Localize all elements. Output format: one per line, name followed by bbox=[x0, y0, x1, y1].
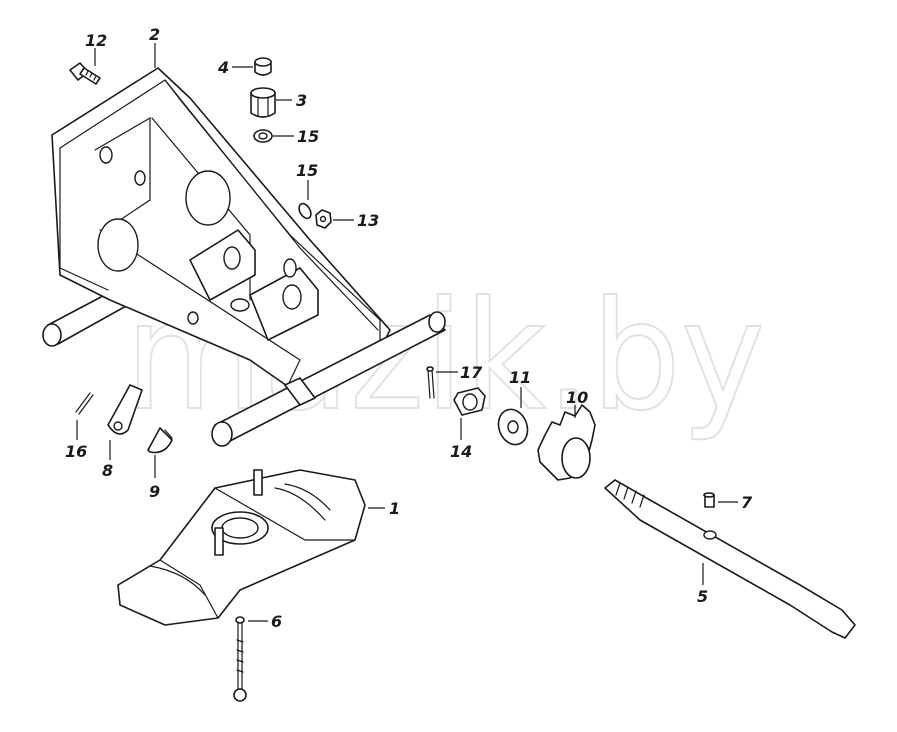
bracket-part-2 bbox=[42, 67, 446, 447]
callout-7: 7 bbox=[741, 493, 753, 512]
callout-4: 4 bbox=[217, 58, 229, 77]
cotter-pin-part-16 bbox=[75, 392, 94, 415]
pin-part-6 bbox=[233, 616, 247, 702]
nut-part-13 bbox=[315, 209, 332, 229]
callout-labels: 1 2 3 4 5 6 7 8 9 10 11 12 13 14 15 15 1… bbox=[65, 25, 753, 631]
callout-8: 8 bbox=[102, 461, 113, 480]
clip-part-8 bbox=[107, 384, 143, 435]
callout-6: 6 bbox=[271, 612, 282, 631]
pin-part-7 bbox=[703, 492, 715, 508]
cotter-pin-part-17 bbox=[426, 366, 435, 399]
castle-nut-part-14 bbox=[453, 387, 486, 416]
callout-2: 2 bbox=[149, 25, 160, 44]
washer-part-15-top bbox=[253, 129, 273, 143]
callout-14: 14 bbox=[450, 442, 472, 461]
gear-part-10 bbox=[537, 404, 596, 481]
callout-3: 3 bbox=[296, 91, 307, 110]
cap-part-4 bbox=[254, 57, 272, 76]
callout-15-top: 15 bbox=[297, 127, 319, 146]
shaft-part-5 bbox=[604, 479, 856, 639]
callout-11: 11 bbox=[509, 368, 531, 387]
leader-lines bbox=[76, 43, 738, 622]
callout-1: 1 bbox=[389, 499, 400, 518]
callout-12: 12 bbox=[85, 31, 107, 50]
callout-15-lower: 15 bbox=[296, 161, 318, 180]
callout-17: 17 bbox=[460, 363, 483, 382]
callout-5: 5 bbox=[697, 587, 708, 606]
washer-part-15-lower bbox=[298, 202, 312, 220]
callout-9: 9 bbox=[149, 482, 160, 501]
washer-part-11 bbox=[497, 408, 529, 446]
bolt-part-12 bbox=[69, 62, 101, 85]
callout-13: 13 bbox=[357, 211, 379, 230]
spring-clip-part-9 bbox=[147, 427, 173, 454]
callout-16: 16 bbox=[65, 442, 87, 461]
callout-10: 10 bbox=[566, 388, 588, 407]
hex-sleeve-part-3 bbox=[250, 87, 276, 118]
base-plate-part-1 bbox=[117, 469, 366, 626]
